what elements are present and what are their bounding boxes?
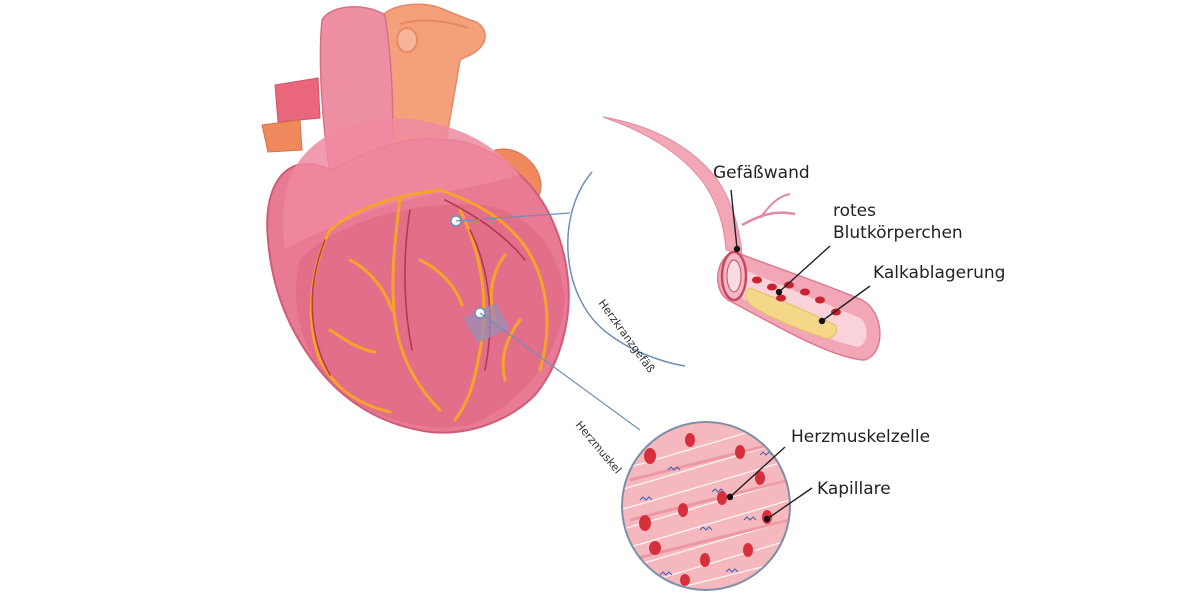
capillaries bbox=[639, 451, 773, 576]
heart-muscle-cell-label: Herzmuskelzelle bbox=[791, 427, 930, 447]
coronary-vessel-label: Herzkranzgefäß bbox=[596, 297, 658, 375]
heart bbox=[261, 3, 570, 434]
coronary-callout-arc bbox=[567, 171, 686, 367]
capillary-label: Kapillare bbox=[817, 479, 891, 499]
heart-muscle-label: Herzmuskel bbox=[573, 419, 624, 477]
coronary-leader-line bbox=[455, 212, 571, 222]
red-blood-cell-label-line2: Blutkörperchen bbox=[833, 223, 963, 243]
muscle-cell-pointer bbox=[729, 446, 786, 498]
capillary-pointer bbox=[766, 487, 813, 520]
red-blood-cell-label-line1: rotes bbox=[833, 201, 876, 221]
vessel-opening-icon bbox=[396, 27, 418, 53]
coronary-arteries bbox=[309, 188, 549, 422]
blood-cell-pointer bbox=[778, 245, 831, 293]
vessel-wall-label: Gefäßwand bbox=[713, 163, 810, 183]
muscle-leader-line bbox=[479, 312, 641, 431]
calcification-label: Kalkablagerung bbox=[873, 263, 1005, 283]
muscle-zoom bbox=[621, 421, 791, 591]
calcification-pointer bbox=[821, 285, 871, 322]
red-blood-cells bbox=[752, 276, 841, 316]
plaque-deposit bbox=[745, 287, 838, 339]
blood-vessel bbox=[602, 116, 881, 361]
vessel-wall-pointer bbox=[730, 189, 738, 249]
